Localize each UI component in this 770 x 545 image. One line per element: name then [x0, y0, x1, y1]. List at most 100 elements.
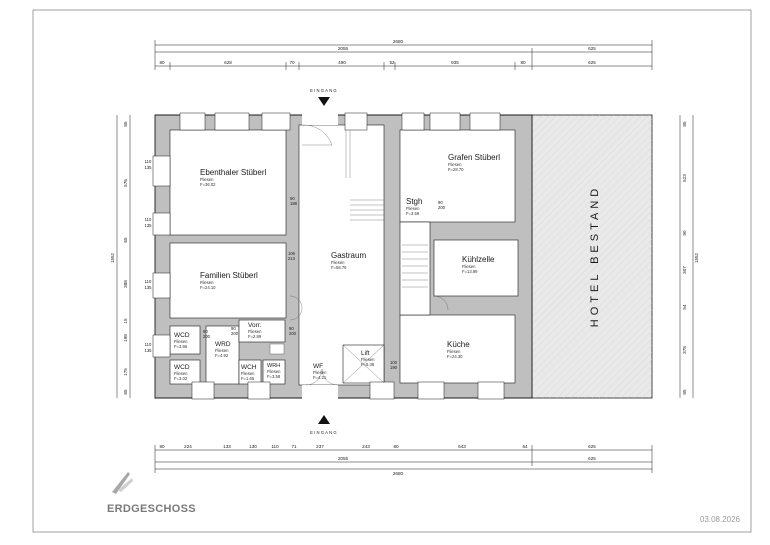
- room-vorr: Vorr. Fliesen F=2.89: [248, 322, 262, 339]
- room-floor: Fliesen: [267, 369, 281, 374]
- right-dimension-chain: 1552 85 523 90 307 54 378 85: [679, 115, 699, 398]
- entrance-bottom-label: EINGANG: [310, 430, 338, 435]
- room-area: F=3.02: [174, 376, 188, 381]
- dim-bottom-seg: 130: [249, 444, 257, 449]
- dim-bottom-seg: 110: [271, 444, 279, 449]
- room-area: F=5.38: [361, 362, 375, 367]
- room-stgh: Stgh Fliesen F=3.59: [406, 197, 422, 216]
- dim-left-seg: 85: [123, 121, 128, 127]
- hotel-bestand-label: HOTEL BESTAND: [589, 185, 601, 327]
- room-wrh: WRH Fliesen F=3.58: [267, 363, 281, 379]
- dim-left-opening: 110: [145, 279, 152, 284]
- top-dimension-chains: 2680 2055 625 80 628 70 490 52 935 80 62…: [154, 39, 653, 70]
- room-wrd: WRD Fliesen F=4.92: [215, 341, 231, 358]
- dim-bottom-seg: 133: [223, 444, 231, 449]
- dim-bottom-seg: 643: [458, 444, 466, 449]
- room-floor: Fliesen: [200, 177, 214, 182]
- room-name: WF: [313, 363, 323, 370]
- room-area: F=13.99: [462, 269, 478, 274]
- room-name: Familien Stüberl: [200, 271, 258, 280]
- room-wf: WF Fliesen F=4.21: [313, 363, 327, 380]
- entrance-top-label: EINGANG: [310, 88, 338, 93]
- dim-top-seg: 52: [389, 60, 395, 65]
- building-walls: [152, 112, 533, 400]
- dim-left-opening: 110: [145, 217, 152, 222]
- room-labels: Ebenthaler Stüberl Fliesen F=36.02 Famil…: [174, 153, 500, 381]
- dim-top-seg: 625: [588, 60, 596, 65]
- dim-top-seg: 628: [224, 60, 232, 65]
- room-floor: Fliesen: [462, 264, 476, 269]
- room-floor: Fliesen: [313, 370, 327, 375]
- dim-left-seg: 85: [123, 389, 128, 395]
- dim-right-seg: 54: [682, 304, 687, 310]
- dim-bottom-seg: 64: [522, 444, 528, 449]
- dim-left-opening: 135: [145, 285, 153, 290]
- room-name: WCD: [174, 332, 190, 339]
- dim-left-seg: 15: [123, 318, 128, 324]
- room-wcd-1: WCD Fliesen F=3.96: [174, 332, 190, 349]
- room-floor: Fliesen: [331, 260, 345, 265]
- room-gastraum: Gastraum Fliesen F=58.76: [331, 251, 366, 270]
- room-kueche: Küche Fliesen F=24.30: [447, 340, 470, 359]
- room-floor: Fliesen: [174, 371, 188, 376]
- dim-left-total: 1552: [110, 252, 115, 263]
- room-name: Lift: [361, 350, 370, 357]
- dim-bottom-seg: 224: [184, 444, 192, 449]
- room-floor: Fliesen: [215, 348, 229, 353]
- room-name: Grafen Stüberl: [448, 153, 500, 162]
- room-lift: Lift Fliesen F=5.38: [361, 350, 375, 367]
- dim-right-seg: 307: [682, 266, 687, 274]
- dim-top-seg: 70: [289, 60, 295, 65]
- dim-left-seg: 65: [123, 237, 128, 243]
- room-area: F=24.10: [200, 285, 216, 290]
- dim-right-seg: 90: [682, 230, 687, 236]
- entrance-top-arrow: [318, 97, 330, 106]
- room-name: Gastraum: [331, 251, 366, 260]
- room-name: WRD: [215, 341, 231, 348]
- room-name: WRH: [267, 363, 280, 369]
- dim-bottom-seg: 237: [316, 444, 324, 449]
- room-grafen: Grafen Stüberl Fliesen F=28.70: [448, 153, 500, 172]
- room-floor: Fliesen: [200, 280, 214, 285]
- dim-left-opening: 135: [145, 348, 153, 353]
- room-area: F=4.92: [215, 353, 229, 358]
- room-floor: Fliesen: [447, 349, 461, 354]
- room-area: F=36.02: [200, 182, 216, 187]
- plan-details: [269, 124, 449, 386]
- dim-right-seg: 85: [682, 389, 687, 395]
- room-name: Kühlzelle: [462, 255, 495, 264]
- room-name: Vorr.: [248, 322, 262, 329]
- dim-right-seg: 85: [682, 121, 687, 127]
- plan-date: 03.08.2026: [699, 515, 740, 524]
- dim-top-seg: 490: [338, 60, 346, 65]
- room-area: F=1.65: [241, 376, 255, 381]
- dim-bottom-sub-2: 625: [588, 456, 596, 461]
- room-name: WCD: [174, 364, 190, 371]
- dim-top-overall: 2680: [393, 39, 404, 44]
- dim-bottom-seg: 625: [588, 444, 596, 449]
- room-name: Küche: [447, 340, 470, 349]
- room-area: F=58.76: [331, 265, 347, 270]
- room-area: F=3.96: [174, 344, 188, 349]
- room-name: Ebenthaler Stüberl: [200, 168, 266, 177]
- dim-top-sub-1: 2055: [338, 46, 349, 51]
- dim-bottom-sub-1: 2055: [338, 456, 349, 461]
- room-floor: Fliesen: [248, 329, 262, 334]
- dim-bottom-seg: 80: [159, 444, 165, 449]
- stair-run: [350, 199, 428, 288]
- architect-logo-icon: [112, 472, 133, 494]
- dim-left-seg: 576: [123, 179, 128, 187]
- room-area: F=3.58: [267, 374, 281, 379]
- room-floor: Fliesen: [448, 162, 462, 167]
- dim-left-seg: 175: [123, 368, 128, 376]
- room-floor: Fliesen: [241, 371, 255, 376]
- dim-left-opening: 135: [145, 165, 153, 170]
- dim-bottom-seg: 243: [362, 444, 370, 449]
